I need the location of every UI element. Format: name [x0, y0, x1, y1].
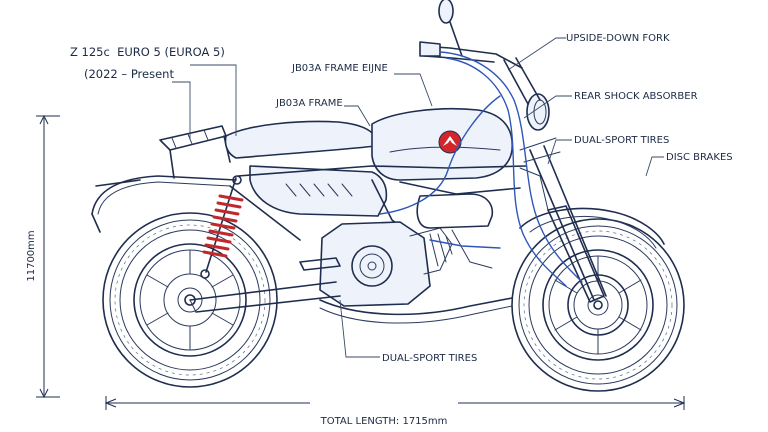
height-dimension-label: 11700mm [26, 230, 37, 281]
brake-cables [379, 51, 583, 287]
frame-label: JB03A FRAME [275, 98, 343, 109]
rear-shock [200, 175, 244, 279]
side-panel-vents [285, 183, 353, 197]
leader-lines [172, 37, 664, 358]
shock-label: REAR SHOCK ABSORBER [574, 91, 698, 102]
mirror [438, 0, 463, 57]
engine [319, 193, 494, 307]
fork-label: UPSIDE-DOWN FORK [566, 33, 670, 44]
total-length-label: TOTAL LENGTH: 1715mm [320, 416, 448, 427]
height-dimension [36, 114, 60, 399]
headlight [526, 93, 550, 131]
seat [224, 120, 377, 159]
spec-years-label: (2022 – Present [84, 67, 174, 81]
frame-engine-label: JB03A FRAME EIJNE [291, 63, 388, 74]
front-wheel [511, 218, 685, 392]
brand-logo [438, 130, 462, 154]
side-panel [249, 165, 388, 217]
brakes-label: DISC BRAKES [666, 152, 733, 163]
spec-engine-label: Z 125c EURO 5 (EUROA 5) [70, 45, 225, 59]
rear-wheel [102, 212, 278, 388]
front-fender [519, 207, 665, 245]
handlebars [419, 41, 541, 105]
tires-bottom-label: DUAL-SPORT TIRES [382, 353, 477, 364]
length-dimension [104, 396, 686, 410]
tires-top-label: DUAL-SPORT TIRES [574, 135, 669, 146]
rear-rack [159, 125, 231, 179]
footpeg [299, 257, 341, 271]
exhaust-pipe [319, 297, 513, 324]
front-fork [519, 137, 607, 303]
rear-fender [91, 175, 237, 233]
swingarm [189, 281, 341, 313]
